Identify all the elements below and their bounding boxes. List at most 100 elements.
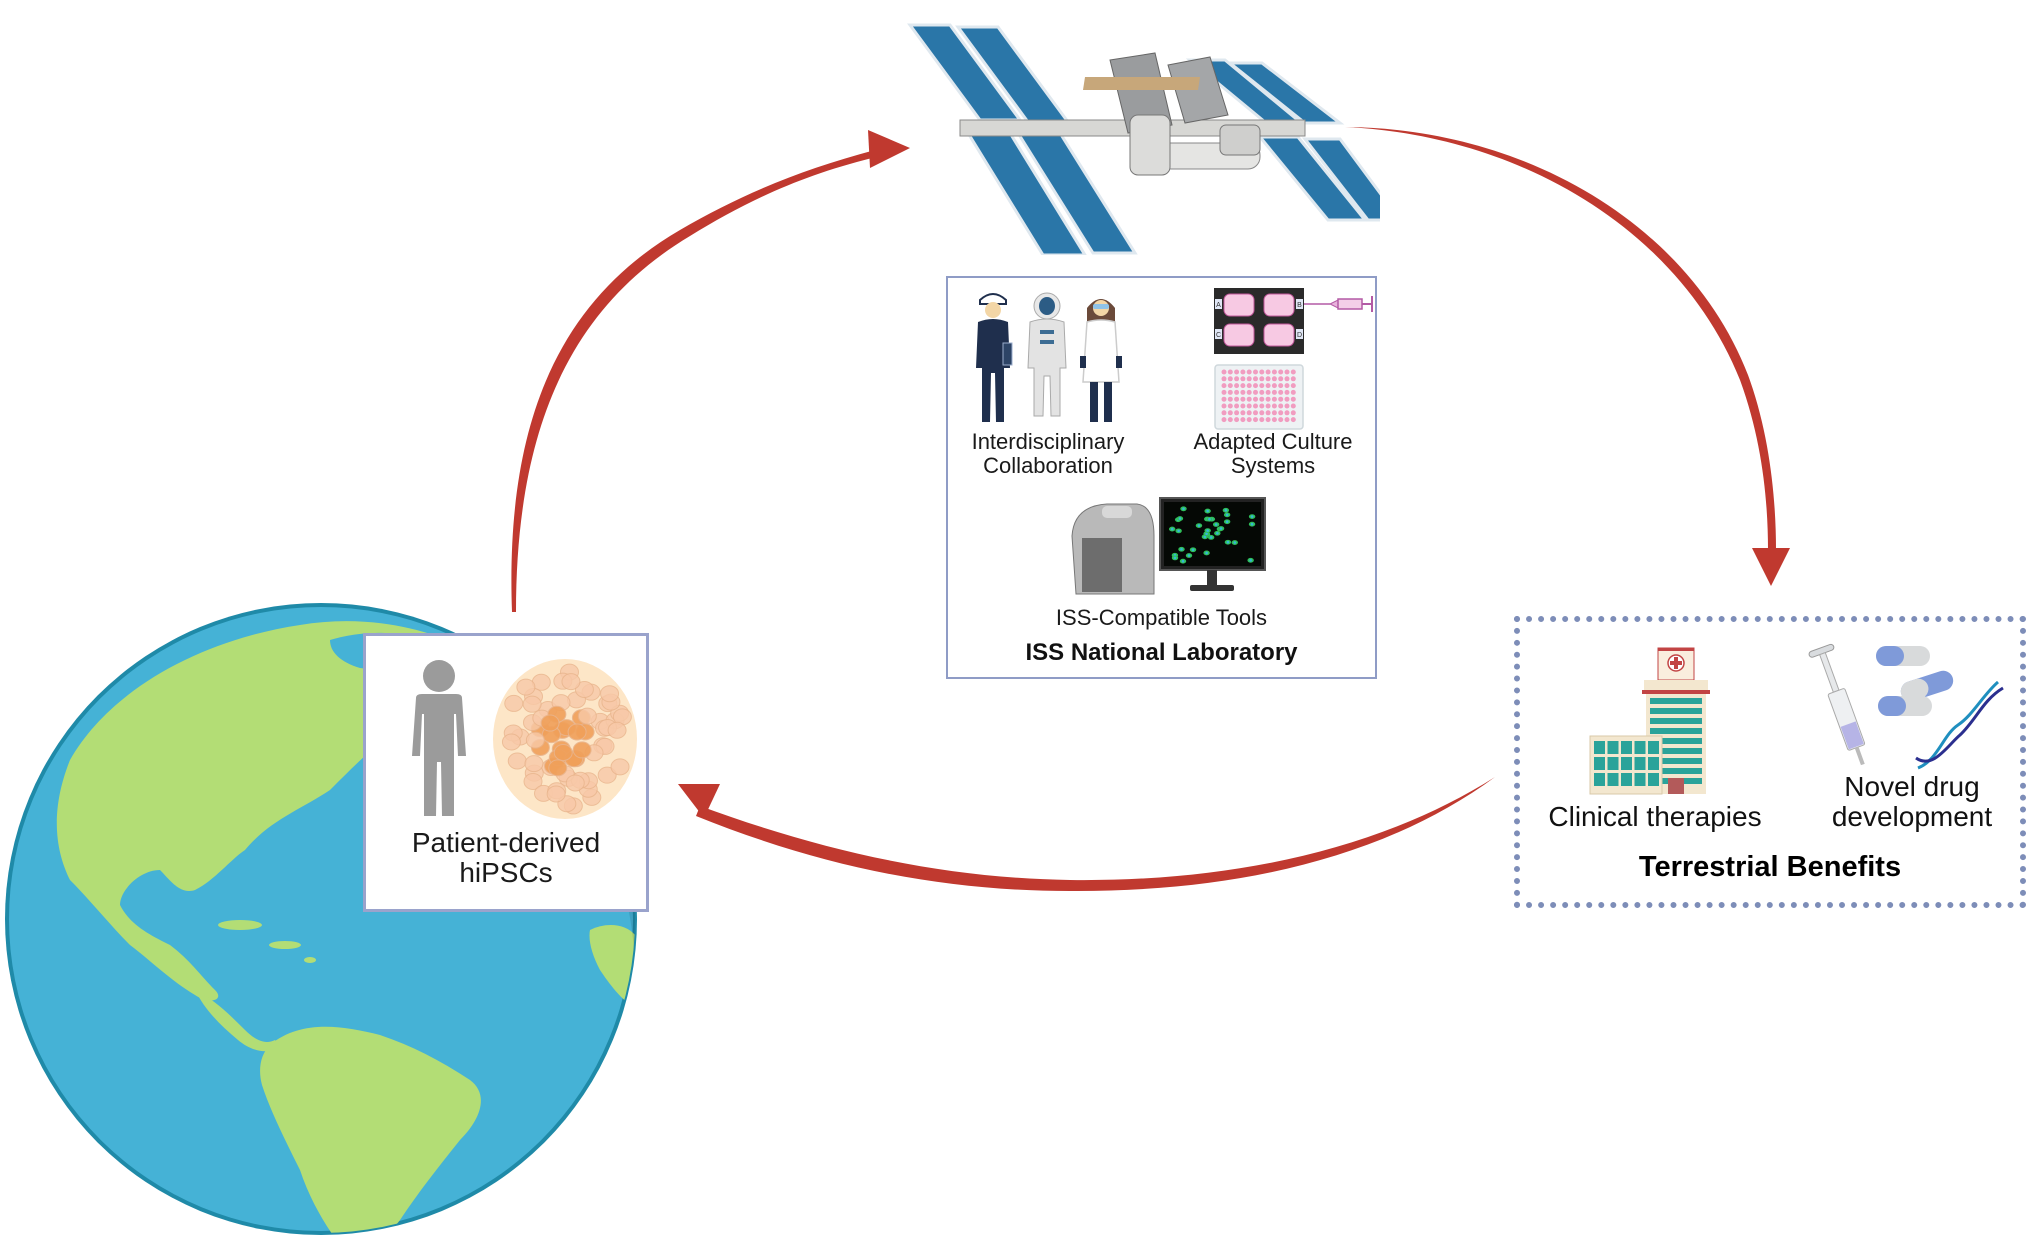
well-icon <box>1221 396 1227 402</box>
well-icon <box>1290 383 1296 389</box>
lab-title: ISS National Laboratory <box>1025 639 1298 666</box>
scientist-icon <box>1080 299 1122 422</box>
iss-national-laboratory-panel: Interdisciplinary Collaboration A B C D … <box>946 276 1377 679</box>
chip-port-d: D <box>1297 332 1302 339</box>
well-icon <box>1253 383 1258 389</box>
well-icon <box>1234 383 1240 389</box>
well-icon <box>1234 396 1240 402</box>
well-icon <box>1246 389 1252 395</box>
space-station-icon <box>907 23 1380 255</box>
well-icon <box>1234 389 1240 395</box>
nucleus-icon <box>1208 517 1211 521</box>
well-icon <box>1234 410 1240 416</box>
stem-cell-icon <box>607 721 627 739</box>
well-icon <box>1271 417 1277 423</box>
well-icon <box>1246 403 1252 409</box>
collaboration-label: Interdisciplinary Collaboration <box>971 429 1125 478</box>
window-icon <box>1650 708 1702 714</box>
iss-tools-label: ISS-Compatible Tools <box>1055 605 1268 630</box>
window-icon <box>1594 773 1605 786</box>
window-icon <box>1607 773 1619 786</box>
stem-cell-icon <box>504 694 524 712</box>
stem-cell-icon <box>567 723 587 741</box>
well-icon <box>1290 369 1296 375</box>
well-icon <box>1234 417 1240 423</box>
well-icon <box>1240 389 1246 395</box>
well-icon <box>1227 417 1233 423</box>
well-icon <box>1221 417 1227 423</box>
stem-cell-icon <box>561 673 581 691</box>
nucleus-icon <box>1205 551 1208 555</box>
window-icon <box>1650 718 1702 724</box>
stem-cell-icon <box>574 680 594 698</box>
nucleus-icon <box>1226 540 1230 544</box>
well-icon <box>1265 383 1271 389</box>
stem-cell-icon <box>524 755 544 773</box>
well-icon <box>1278 396 1284 402</box>
well-icon <box>1278 389 1284 395</box>
stem-cell-icon <box>501 733 521 751</box>
nucleus-icon <box>1224 508 1228 512</box>
well-icon <box>1240 410 1246 416</box>
well-icon <box>1253 410 1258 416</box>
nucleus-icon <box>1219 527 1223 530</box>
well-icon <box>1271 389 1277 395</box>
well-plate-icon <box>1214 364 1304 430</box>
collaboration-people-icon <box>976 292 1122 422</box>
nucleus-icon <box>1191 548 1195 552</box>
capsule-icon <box>1876 646 1954 716</box>
arrow-to-iss <box>511 130 910 612</box>
well-icon <box>1234 369 1240 375</box>
well-icon <box>1265 389 1271 395</box>
window-icon <box>1621 741 1632 754</box>
stem-cell-icon <box>610 758 630 776</box>
well-icon <box>1259 403 1265 409</box>
well-icon <box>1278 417 1284 423</box>
well-icon <box>1284 383 1290 389</box>
well-icon <box>1240 369 1246 375</box>
well-icon <box>1290 376 1296 382</box>
window-icon <box>1621 757 1632 770</box>
well-icon <box>1227 403 1233 409</box>
well-icon <box>1240 396 1246 402</box>
stem-cell-icon <box>548 759 568 777</box>
window-icon <box>1650 748 1702 754</box>
window-icon <box>1650 758 1702 764</box>
well-icon <box>1271 383 1277 389</box>
arrowhead-icon <box>1752 548 1790 586</box>
nucleus-icon <box>1233 541 1237 544</box>
well-icon <box>1234 403 1240 409</box>
chip-port-b: B <box>1297 302 1302 309</box>
nucleus-icon <box>1214 523 1218 526</box>
well-icon <box>1284 369 1290 375</box>
well-icon <box>1227 376 1233 382</box>
well-icon <box>1278 383 1284 389</box>
well-icon <box>1259 389 1265 395</box>
well-icon <box>1221 369 1227 375</box>
chip-port-a: A <box>1216 302 1221 309</box>
window-icon <box>1594 757 1605 770</box>
drug-development-icon <box>1808 643 2004 770</box>
well-icon <box>1259 376 1265 382</box>
well-icon <box>1221 410 1227 416</box>
nucleus-icon <box>1225 513 1229 517</box>
well-icon <box>1290 410 1296 416</box>
well-icon <box>1290 403 1296 409</box>
culture-systems-label: Adapted Culture Systems <box>1193 429 1353 478</box>
window-icon <box>1634 741 1646 754</box>
well-icon <box>1227 410 1233 416</box>
stem-cell-icon <box>523 772 543 790</box>
well-icon <box>1253 376 1258 382</box>
well-icon <box>1265 396 1271 402</box>
well-icon <box>1227 383 1233 389</box>
organ-chip-icon: A B C D <box>1214 288 1373 354</box>
stem-cell-icon <box>597 766 617 784</box>
well-icon <box>1253 396 1258 402</box>
well-icon <box>1246 417 1252 423</box>
window-icon <box>1648 757 1659 770</box>
well-icon <box>1290 396 1296 402</box>
well-icon <box>1259 410 1265 416</box>
well-icon <box>1271 376 1277 382</box>
engineer-icon <box>976 293 1013 422</box>
